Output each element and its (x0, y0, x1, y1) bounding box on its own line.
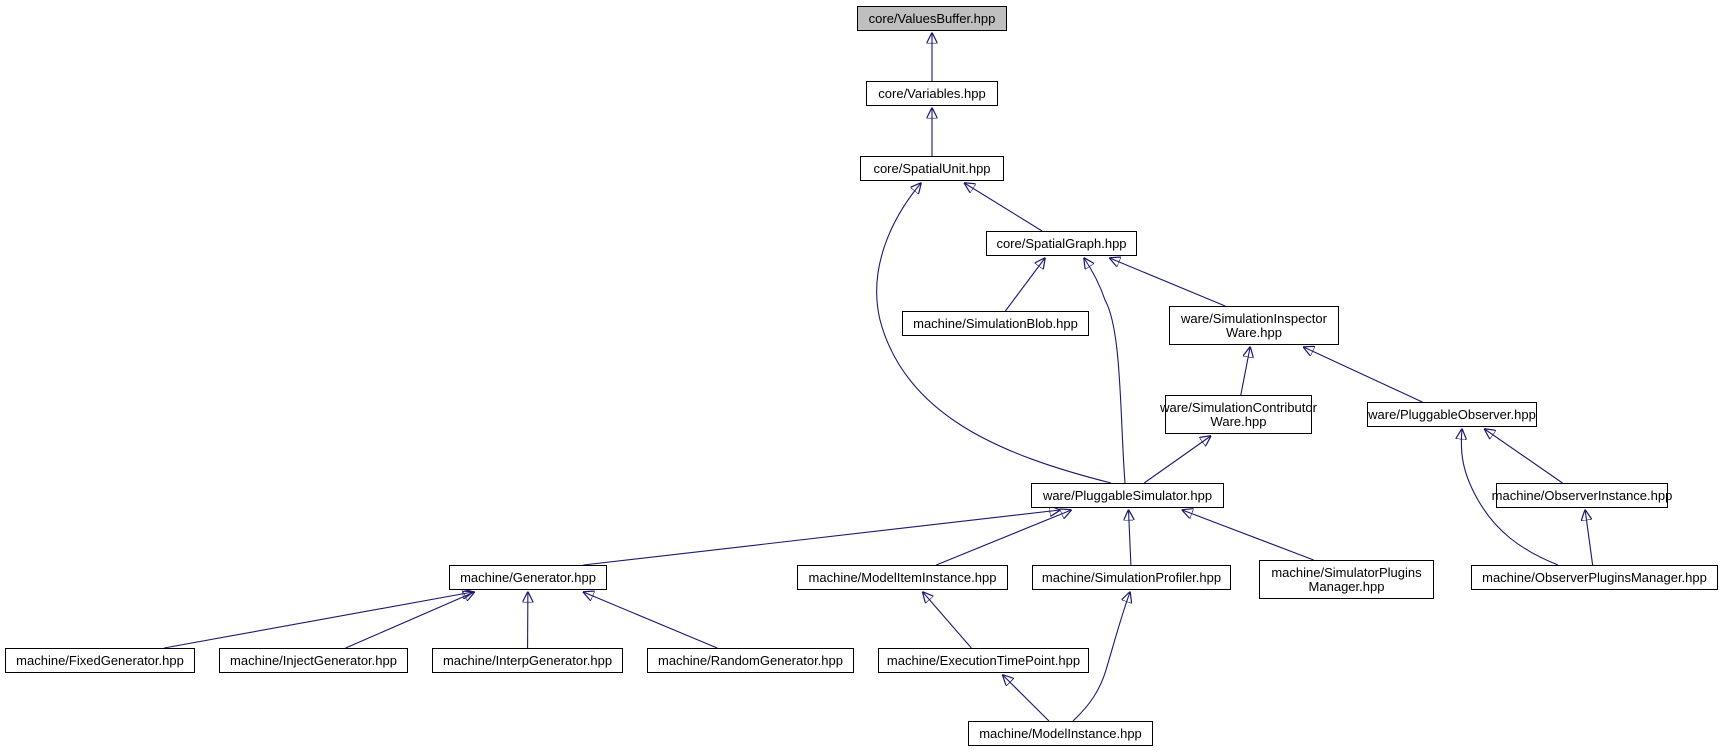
node-label-line: Manager.hpp (1308, 578, 1385, 594)
node-observer-instance[interactable]: machine/ObserverInstance.hpp (1492, 483, 1672, 508)
node-label-line: core/SpatialUnit.hpp (873, 160, 991, 176)
node-label-line: Ware.hpp (1226, 324, 1282, 340)
node-label-line: ware/SimulationContributor (1160, 399, 1317, 415)
node-label-line: machine/Generator.hpp (460, 569, 596, 585)
node-label-line: machine/RandomGenerator.hpp (657, 652, 843, 668)
node-model-instance[interactable]: machine/ModelInstance.hpp (968, 721, 1153, 746)
edge-simulator-plugins-manager-to-pluggable-simulator (1182, 510, 1314, 561)
node-model-item-instance[interactable]: machine/ModelItemInstance.hpp (797, 565, 1008, 590)
edge-pluggable-observer-to-simulation-inspector-ware (1304, 347, 1423, 403)
node-inject-generator[interactable]: machine/InjectGenerator.hpp (219, 648, 408, 673)
node-simulation-profiler[interactable]: machine/SimulationProfiler.hpp (1032, 565, 1231, 590)
node-spatial-unit[interactable]: core/SpatialUnit.hpp (860, 156, 1004, 181)
node-label-line: machine/ModelInstance.hpp (979, 725, 1142, 741)
node-label-line: machine/ObserverPluginsManager.hpp (1482, 569, 1707, 585)
node-generator[interactable]: machine/Generator.hpp (449, 565, 607, 590)
node-variables[interactable]: core/Variables.hpp (866, 81, 998, 106)
node-execution-time-point[interactable]: machine/ExecutionTimePoint.hpp (878, 648, 1089, 673)
edge-simulation-blob-to-spatial-graph (1004, 258, 1045, 312)
node-label-line: ware/SimulationInspector (1181, 310, 1327, 326)
node-label-line: machine/ObserverInstance.hpp (1491, 487, 1673, 503)
edge-fixed-generator-to-generator (164, 592, 473, 649)
edge-simulation-profiler-to-pluggable-simulator (1129, 510, 1131, 566)
edge-observer-plugins-manager-to-observer-instance (1585, 510, 1594, 566)
node-label-line: machine/SimulationBlob.hpp (913, 315, 1078, 331)
node-label-line: machine/ExecutionTimePoint.hpp (886, 652, 1081, 668)
edge-pluggable-simulator-to-spatial-unit (876, 183, 1112, 484)
edge-generator-to-pluggable-simulator (583, 510, 1060, 566)
node-simulation-blob[interactable]: machine/SimulationBlob.hpp (902, 311, 1089, 336)
edge-simulation-inspector-ware-to-spatial-graph (1110, 258, 1226, 307)
node-label-line: machine/FixedGenerator.hpp (16, 652, 184, 668)
node-label-line: machine/InterpGenerator.hpp (442, 652, 613, 668)
node-label-line: machine/ModelItemInstance.hpp (808, 569, 997, 585)
node-pluggable-observer[interactable]: ware/PluggableObserver.hpp (1367, 402, 1537, 427)
edge-pluggable-simulator-to-spatial-graph (1084, 258, 1126, 484)
node-label-line: Ware.hpp (1210, 413, 1267, 429)
node-label-line: ware/PluggableObserver.hpp (1368, 406, 1536, 422)
node-label-line: machine/InjectGenerator.hpp (230, 652, 397, 668)
edge-observer-plugins-manager-to-pluggable-observer (1461, 429, 1559, 566)
node-label-line: machine/SimulatorPlugins (1271, 564, 1422, 580)
node-interp-generator[interactable]: machine/InterpGenerator.hpp (432, 648, 623, 673)
node-spatial-graph[interactable]: core/SpatialGraph.hpp (986, 231, 1137, 256)
edge-inject-generator-to-generator (345, 592, 475, 649)
edge-model-instance-to-simulation-profiler (1072, 592, 1130, 722)
node-random-generator[interactable]: machine/RandomGenerator.hpp (647, 648, 854, 673)
node-observer-plugins-manager[interactable]: machine/ObserverPluginsManager.hpp (1471, 565, 1718, 590)
edge-simulation-contributor-ware-to-simulation-inspector-ware (1240, 347, 1250, 396)
node-label-line: core/ValuesBuffer.hpp (868, 10, 996, 26)
edge-model-item-instance-to-pluggable-simulator (936, 510, 1071, 566)
node-label-line: core/SpatialGraph.hpp (996, 235, 1127, 251)
edge-spatial-graph-to-spatial-unit (964, 183, 1043, 232)
node-label-line: core/Variables.hpp (878, 85, 986, 101)
edge-pluggable-simulator-to-simulation-contributor-ware (1143, 436, 1211, 484)
node-fixed-generator[interactable]: machine/FixedGenerator.hpp (5, 648, 195, 673)
edge-model-instance-to-execution-time-point (1003, 675, 1050, 722)
edge-execution-time-point-to-model-item-instance (923, 592, 972, 649)
node-label-line: ware/PluggableSimulator.hpp (1042, 487, 1213, 503)
edge-observer-instance-to-pluggable-observer (1485, 429, 1563, 484)
edge-random-generator-to-generator (583, 592, 718, 649)
node-pluggable-simulator[interactable]: ware/PluggableSimulator.hpp (1031, 483, 1224, 508)
node-label-line: machine/SimulationProfiler.hpp (1041, 569, 1222, 585)
node-values-buffer: core/ValuesBuffer.hpp (857, 6, 1007, 31)
